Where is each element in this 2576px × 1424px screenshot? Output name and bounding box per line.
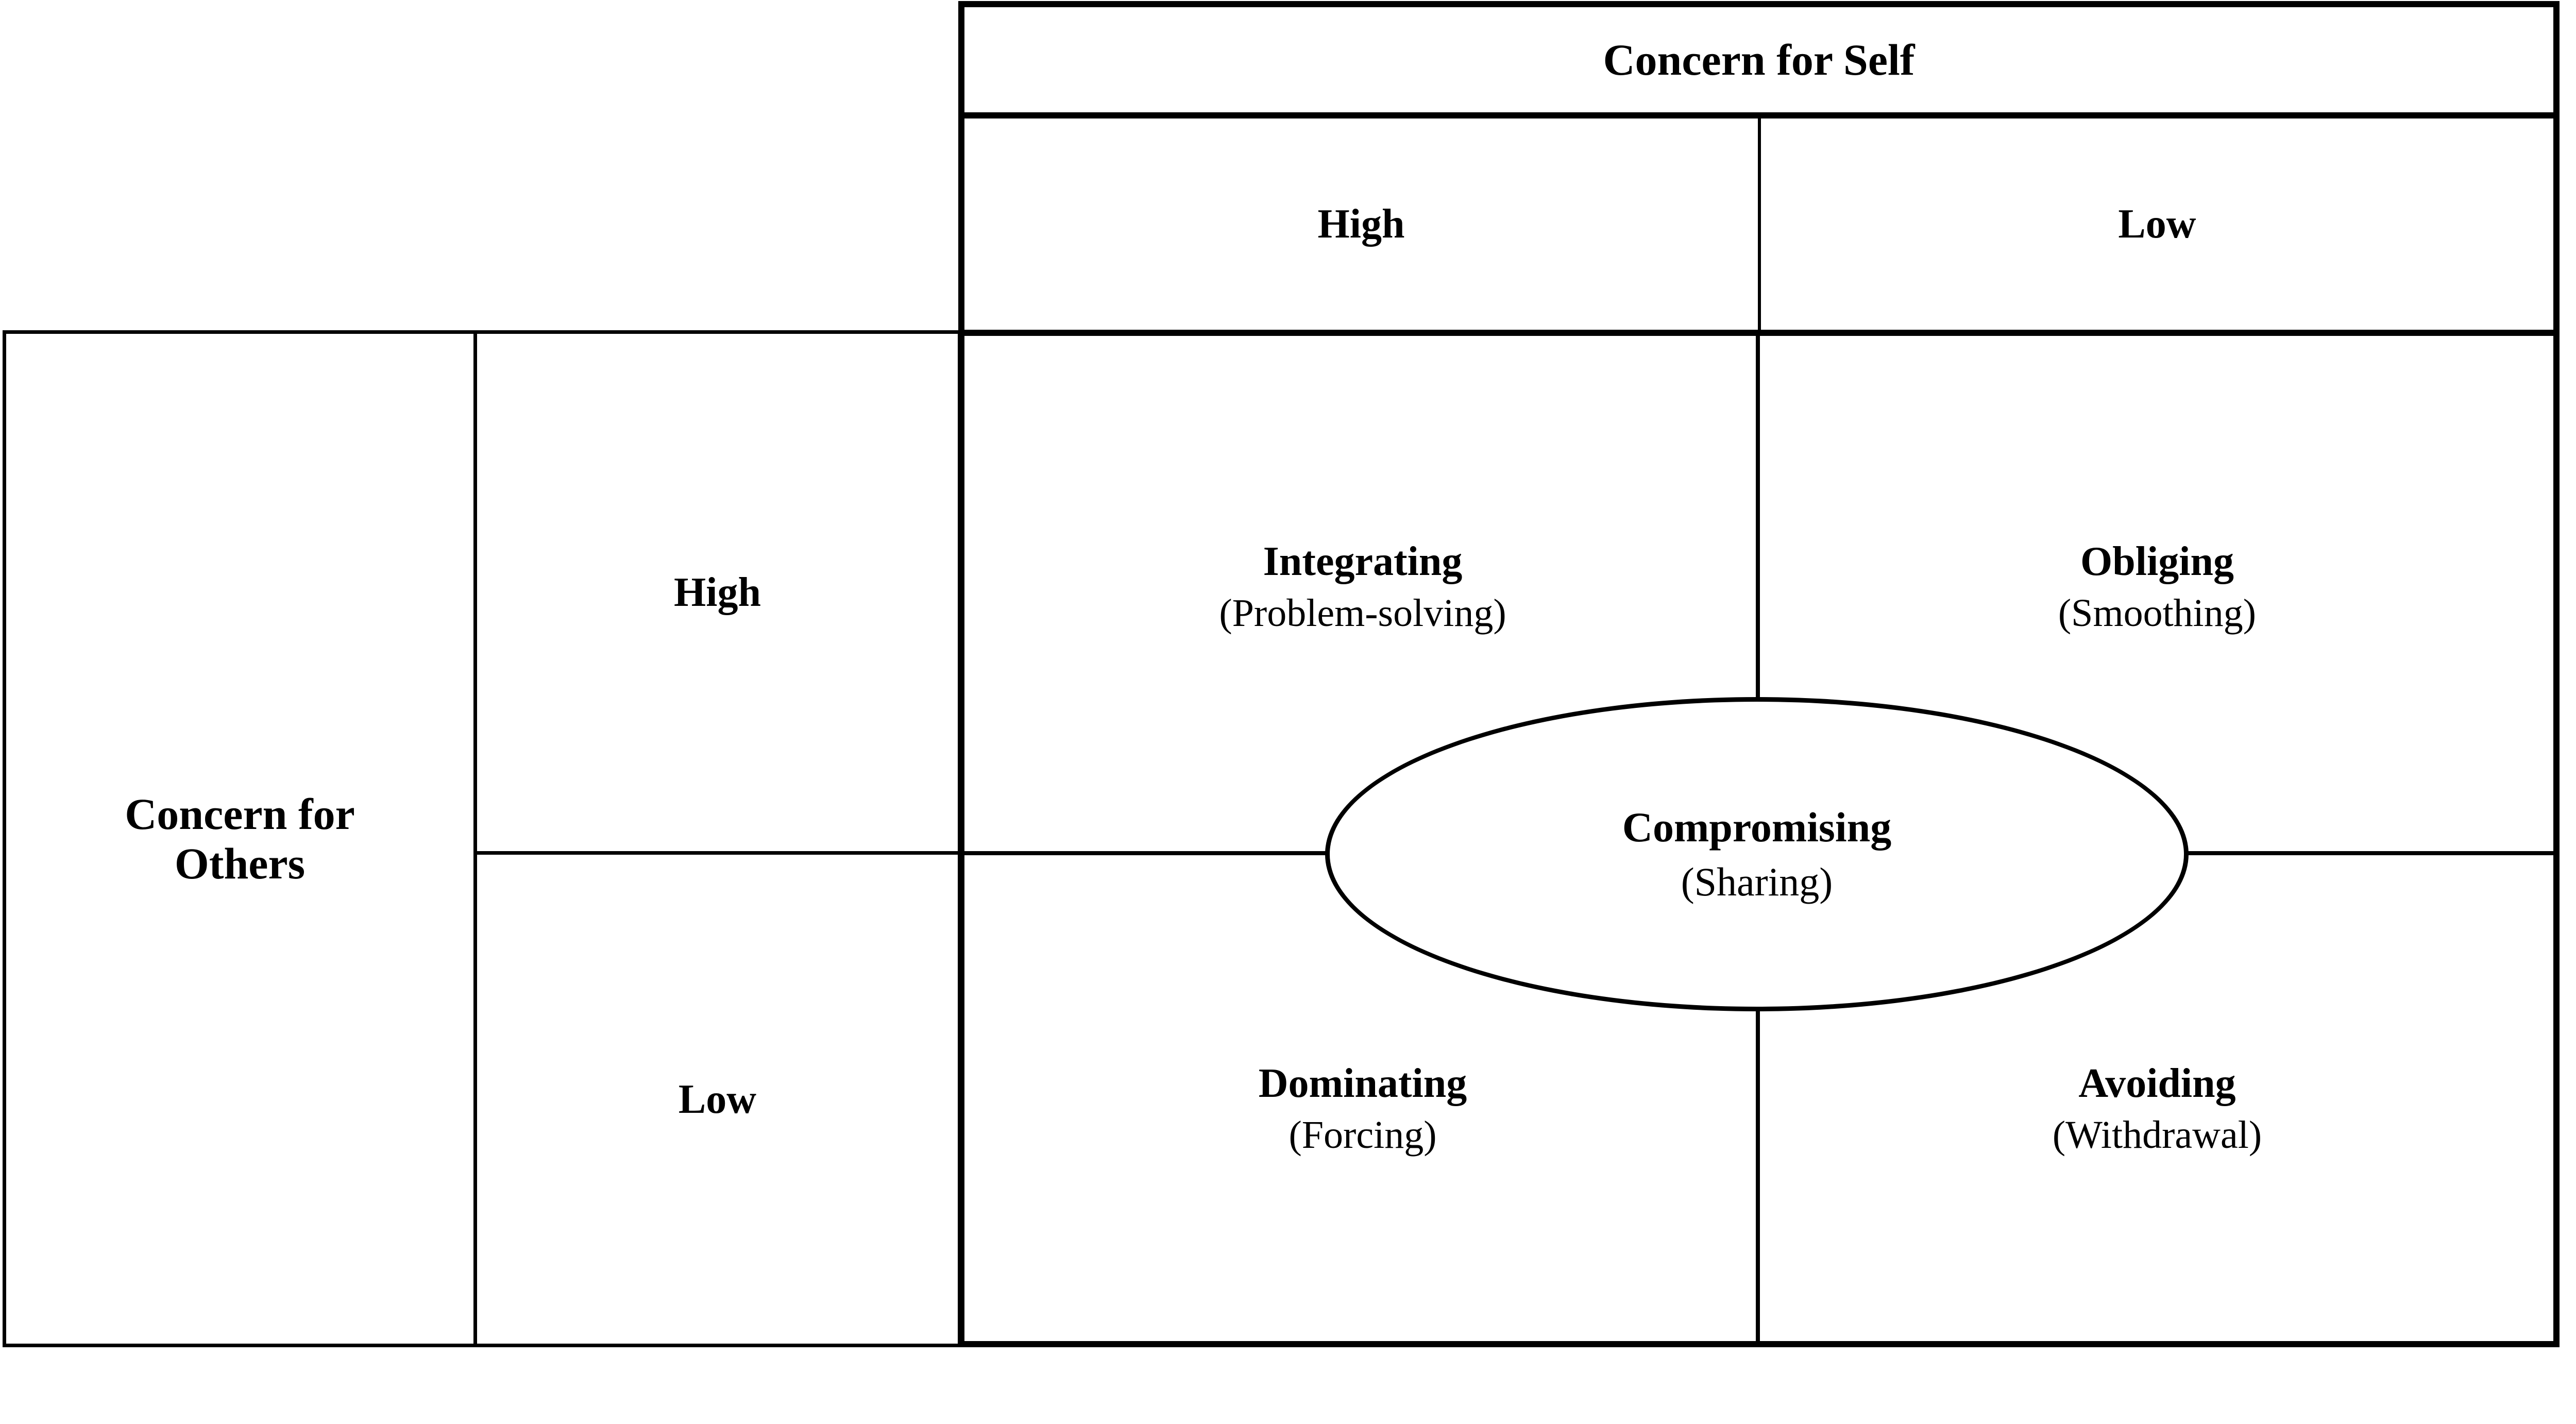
- cell-obliging: Obliging (Smoothing): [1761, 340, 2553, 835]
- concern-for-others-divider: [473, 330, 477, 1347]
- row-header-high-label: High: [674, 570, 761, 615]
- cell-integrating-title: Integrating: [1263, 539, 1463, 585]
- column-header-low-label: Low: [2118, 201, 2196, 247]
- column-header-divider: [1758, 118, 1761, 330]
- column-header-high: High: [964, 118, 1758, 330]
- concern-for-others-block: [3, 330, 961, 1347]
- cell-dominating-title: Dominating: [1258, 1060, 1467, 1106]
- row-header-low-label: Low: [678, 1077, 757, 1122]
- cell-dominating-subtitle: (Forcing): [1289, 1113, 1437, 1157]
- cell-avoiding-title: Avoiding: [2078, 1060, 2236, 1106]
- cell-integrating: Integrating (Problem-solving): [968, 340, 1758, 835]
- header-divider-rule: [964, 112, 2553, 118]
- header-bottom-rule: [964, 330, 2553, 336]
- concern-for-others-header: Concern for Others: [6, 334, 473, 1344]
- row-header-high: High: [477, 334, 958, 851]
- cell-avoiding-subtitle: (Withdrawal): [2052, 1113, 2262, 1157]
- cell-avoiding: Avoiding (Withdrawal): [1761, 876, 2553, 1342]
- row-header-divider: [477, 851, 958, 855]
- compromising-ellipse: Compromising (Sharing): [1325, 697, 2189, 1011]
- concern-for-others-label: Concern for Others: [125, 789, 355, 888]
- concern-for-self-header: Concern for Self: [964, 7, 2553, 112]
- column-header-high-label: High: [1317, 201, 1405, 247]
- row-header-low: Low: [477, 855, 958, 1344]
- column-header-low: Low: [1761, 118, 2553, 330]
- concern-for-self-label: Concern for Self: [1603, 35, 1915, 84]
- cell-integrating-subtitle: (Problem-solving): [1219, 591, 1506, 635]
- compromising-title: Compromising: [1622, 804, 1892, 851]
- cell-dominating: Dominating (Forcing): [968, 876, 1758, 1342]
- cell-obliging-subtitle: (Smoothing): [2058, 591, 2257, 635]
- cell-obliging-title: Obliging: [2080, 539, 2234, 585]
- compromising-subtitle: (Sharing): [1681, 859, 1833, 905]
